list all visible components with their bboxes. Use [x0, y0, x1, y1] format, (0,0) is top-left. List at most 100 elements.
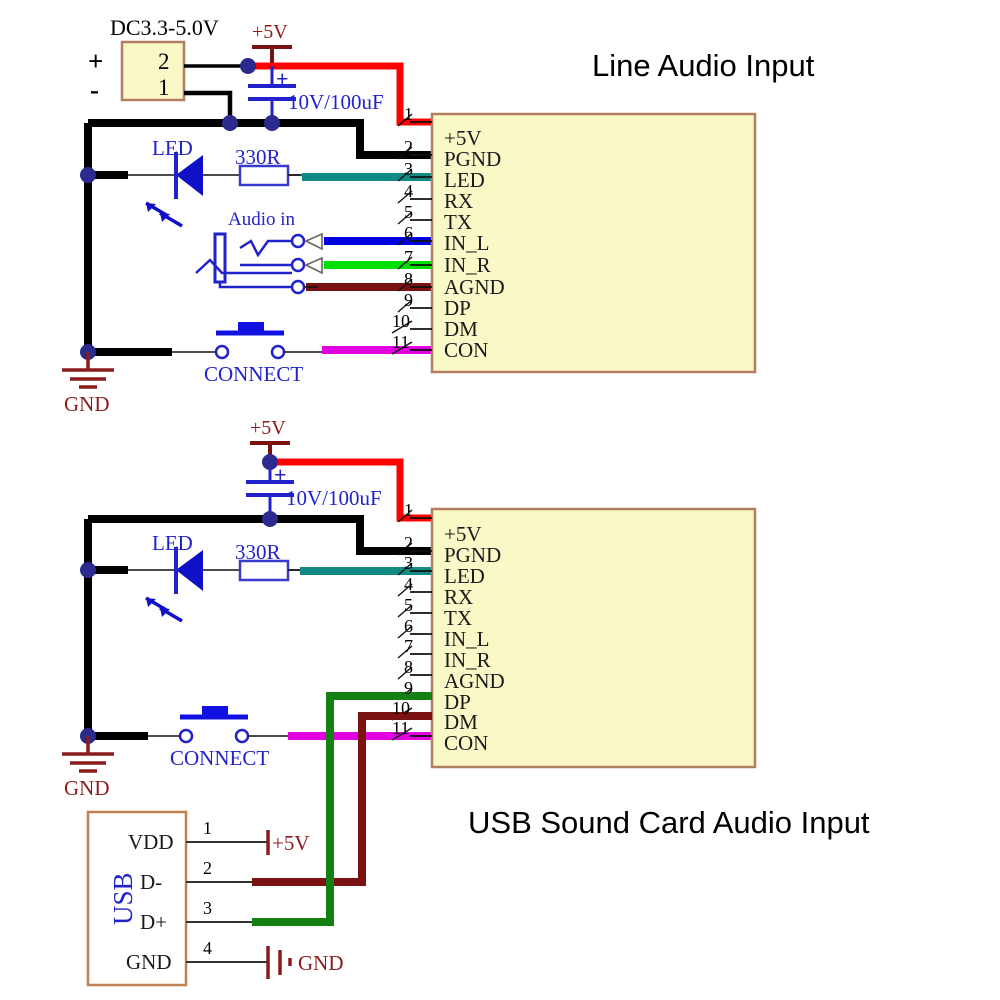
- audio-jack-terminal-icon: [290, 279, 306, 295]
- pin-number: 4: [404, 181, 413, 201]
- audio-jack-body-icon: [213, 232, 227, 284]
- dc-plus-terminal-label: +: [88, 46, 104, 76]
- led-triangle-icon: [176, 550, 203, 591]
- pin-name: DM: [444, 317, 478, 341]
- pin-number: 4: [404, 574, 413, 594]
- jack-arrow-icon: [304, 232, 323, 251]
- pin-number: 3: [404, 553, 413, 573]
- pin-number: 9: [404, 678, 413, 698]
- audio-in-label: Audio in: [228, 209, 296, 230]
- pin-number: 6: [404, 223, 413, 243]
- dc-pin-2-label: 2: [158, 49, 170, 74]
- pin-name: DP: [444, 296, 471, 320]
- cap-value-label-top: 10V/100uF: [288, 90, 384, 114]
- module-connector-block-top: [430, 112, 757, 374]
- usb-pin-name: VDD: [128, 830, 174, 854]
- cap-polarity-label-top: +: [276, 66, 289, 91]
- usb-vdd-net-label: +5V: [272, 831, 310, 855]
- audio-jack-terminal-icon: [290, 233, 306, 249]
- led-arrowhead-icon: [146, 203, 170, 222]
- gnd-label-top: GND: [64, 392, 110, 416]
- pin-number: 3: [404, 159, 413, 179]
- pin-number: 8: [404, 269, 413, 289]
- bottom-circuit: [62, 441, 757, 987]
- pin-name: CON: [444, 731, 489, 755]
- button-terminal-icon: [214, 344, 230, 360]
- pin-number-rules-top: [391, 113, 413, 355]
- button-terminal-icon: [178, 728, 194, 744]
- pin-name: CON: [444, 338, 489, 362]
- usb-pin-name: D-: [140, 870, 163, 894]
- cap-polarity-label-bottom: +: [274, 462, 287, 487]
- wire-green-usb-dp: [252, 692, 432, 926]
- junction-dot: [222, 115, 238, 131]
- title-usb-sound-card-audio-input: USB Sound Card Audio Input: [468, 805, 870, 840]
- pin-number: 1: [404, 500, 413, 520]
- module-connector-block-bottom: [430, 507, 757, 769]
- audio-jack-contact-R: [195, 258, 292, 275]
- top-circuit: [62, 40, 757, 389]
- usb-pin-name: D+: [140, 910, 168, 934]
- pin-number: 1: [404, 104, 413, 124]
- led-label-bottom: LED: [152, 531, 193, 555]
- junction-dot: [80, 167, 96, 183]
- pin-name: AGND: [444, 275, 505, 299]
- led-arrowhead-icon: [146, 598, 170, 617]
- usb-pin-number: 3: [203, 898, 212, 918]
- pin-number: 11: [392, 332, 410, 352]
- pin-name: DP: [444, 690, 471, 714]
- connect-button-label-top[interactable]: CONNECT: [204, 362, 304, 386]
- junction-dot: [262, 454, 278, 470]
- usb-pin-number: 2: [203, 858, 212, 878]
- pin-name: DM: [444, 710, 478, 734]
- pin-number: 2: [404, 137, 413, 157]
- junction-dot: [80, 562, 96, 578]
- pin-number: 5: [404, 202, 413, 222]
- pin-number: 5: [404, 595, 413, 615]
- button-cap-icon: [202, 706, 228, 717]
- usb-gnd-net-label: GND: [298, 951, 344, 975]
- dc-minus-terminal-label: -: [90, 75, 99, 105]
- led-triangle-icon: [176, 155, 203, 196]
- pin-name: IN_R: [444, 648, 491, 672]
- pin-number: 8: [404, 657, 413, 677]
- pin-number: 7: [404, 636, 413, 656]
- gnd-label-bottom: GND: [64, 776, 110, 800]
- pin-number: 10: [392, 311, 410, 331]
- pin-name: RX: [444, 189, 474, 213]
- usb-gnd-symbol: [266, 946, 292, 979]
- ground-symbol-top: [62, 352, 114, 389]
- usb-block-label: USB: [108, 872, 138, 925]
- connect-button-label-bottom[interactable]: CONNECT: [170, 746, 270, 770]
- pin-stubs-top: [410, 121, 432, 351]
- pin-number: 2: [404, 533, 413, 553]
- pin-name: LED: [444, 168, 485, 192]
- junction-dot: [262, 511, 278, 527]
- button-terminal-icon: [234, 728, 250, 744]
- junction-dot: [240, 58, 256, 74]
- audio-jack-terminal-icon: [290, 257, 306, 273]
- pin-number: 10: [392, 698, 410, 718]
- pin-number: 6: [404, 616, 413, 636]
- audio-jack-sleeve: [218, 282, 292, 289]
- usb-pin-number: 1: [203, 818, 212, 838]
- usb-pin-name: GND: [126, 950, 172, 974]
- pin-name: IN_R: [444, 253, 491, 277]
- resistor-label-top: 330R: [235, 145, 281, 169]
- cap-value-label-bottom: 10V/100uF: [286, 486, 382, 510]
- pin-name: LED: [444, 564, 485, 588]
- pin-name: IN_L: [444, 627, 490, 651]
- pin-name: +5V: [444, 522, 482, 546]
- usb-pin-number: 4: [203, 938, 212, 958]
- dc-power-block: [120, 40, 186, 102]
- wire-dc-pin1: [184, 90, 233, 123]
- wire-darkred-usb-dm: [252, 712, 432, 886]
- dc-power-block-label: DC3.3-5.0V: [110, 15, 219, 40]
- pin-number: 9: [404, 290, 413, 310]
- pin-name: TX: [444, 606, 472, 630]
- button-terminal-icon: [270, 344, 286, 360]
- resistor-label-bottom: 330R: [235, 540, 281, 564]
- button-cap-icon: [238, 322, 264, 333]
- junction-dot: [264, 115, 280, 131]
